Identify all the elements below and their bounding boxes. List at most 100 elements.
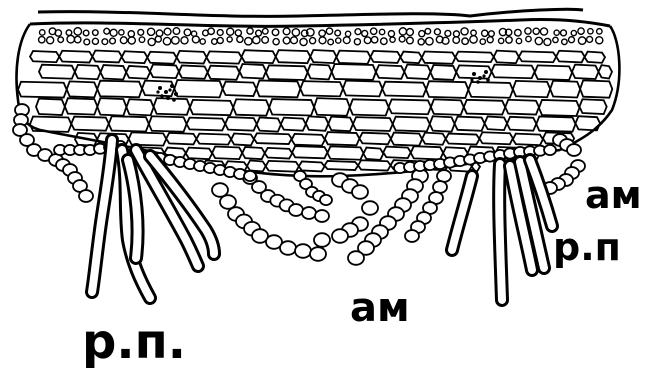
parenchyma-cell xyxy=(585,52,605,63)
parenchyma-cell xyxy=(389,99,431,114)
chlorenchyma-cell xyxy=(283,37,290,44)
chlorenchyma-cell xyxy=(83,30,89,36)
parenchyma-cell xyxy=(65,98,98,114)
chlorenchyma-cell xyxy=(533,28,539,34)
chlorenchyma-cell xyxy=(310,38,316,44)
parenchyma-cell xyxy=(324,161,358,170)
parenchyma-cell xyxy=(446,134,480,145)
chlorenchyma-cell xyxy=(406,29,413,36)
parenchyma-cell xyxy=(299,161,325,171)
parenchyma-cell xyxy=(580,80,612,97)
chlorenchyma-cell xyxy=(74,28,81,35)
chlorenchyma-cell xyxy=(147,28,154,35)
parenchyma-cell xyxy=(36,99,65,115)
parenchyma-cell xyxy=(370,51,400,63)
chlorenchyma-cell xyxy=(426,37,434,45)
chlorenchyma-cell xyxy=(181,37,188,44)
chlorenchyma-cell xyxy=(139,37,145,43)
parenchyma-cell xyxy=(257,117,281,131)
parenchyma-cell xyxy=(196,134,231,145)
chlorenchyma-cell xyxy=(571,30,576,35)
amphigastrium-chain xyxy=(352,185,368,199)
parenchyma-cell xyxy=(328,117,353,132)
parenchyma-cell xyxy=(383,147,410,159)
parenchyma-cell xyxy=(464,100,505,115)
chlorenchyma-cell xyxy=(119,30,124,35)
parenchyma-cell xyxy=(535,65,572,80)
chlorenchyma-cell xyxy=(164,28,171,35)
chlorenchyma-cell xyxy=(544,38,551,45)
parenchyma-cell xyxy=(556,51,584,63)
chlorenchyma-cell xyxy=(84,39,90,45)
parenchyma-cell xyxy=(276,50,311,63)
parenchyma-cell xyxy=(519,51,556,62)
chlorenchyma-cell xyxy=(526,36,531,41)
label-amphigastrium-middle: ам xyxy=(350,288,410,328)
parenchyma-cell xyxy=(67,81,98,97)
chlorenchyma-cell xyxy=(390,37,395,42)
parenchyma-cell xyxy=(376,65,404,79)
chlorenchyma-cell xyxy=(235,30,241,36)
parenchyma-cell xyxy=(92,51,121,63)
chlorenchyma-cell xyxy=(326,28,332,34)
chlorenchyma-cell xyxy=(506,37,512,43)
parenchyma-cell xyxy=(336,51,370,64)
chlorenchyma-cell xyxy=(568,37,574,43)
amphigastrium-chain xyxy=(310,247,326,261)
parenchyma-cell xyxy=(207,51,242,63)
chlorenchyma-cell xyxy=(498,38,503,43)
chlorenchyma-cell xyxy=(554,30,559,35)
parenchyma-cell xyxy=(572,65,598,79)
chlorenchyma-cell xyxy=(328,39,334,45)
chlorenchyma-cell xyxy=(336,38,341,43)
parenchyma-cell xyxy=(431,65,457,80)
parenchyma-cell xyxy=(411,146,443,159)
chlorenchyma-cell xyxy=(212,39,218,45)
parenchyma-cell xyxy=(223,82,257,96)
parenchyma-cell xyxy=(126,99,153,115)
chlorenchyma-cell xyxy=(515,29,522,36)
chlorenchyma-cell xyxy=(67,35,75,43)
parenchyma-cell xyxy=(147,52,176,64)
chlorenchyma-cell xyxy=(562,39,568,45)
chlorenchyma-cell xyxy=(553,37,558,42)
amphigastrium-chain xyxy=(405,230,419,242)
chlorenchyma-cell xyxy=(388,31,394,37)
rhizoid xyxy=(499,164,502,300)
parenchyma-cell xyxy=(325,132,360,145)
parenchyma-cell xyxy=(266,65,308,80)
parenchyma-cell xyxy=(266,161,299,172)
parenchyma-cell xyxy=(353,117,393,131)
parenchyma-cell xyxy=(256,80,300,97)
parenchyma-cell xyxy=(97,81,142,98)
chlorenchyma-cell xyxy=(488,31,494,37)
chlorenchyma-cell xyxy=(120,37,127,44)
chlorenchyma-cell xyxy=(173,28,180,35)
parenchyma-cell xyxy=(492,65,535,79)
parenchyma-cell xyxy=(455,52,493,63)
chlorenchyma-cell xyxy=(364,37,371,44)
chlorenchyma-cell xyxy=(419,31,425,37)
chlorenchyma-cell xyxy=(434,29,440,35)
chlorenchyma-cell xyxy=(462,38,468,44)
chlorenchyma-cell xyxy=(418,39,424,45)
parenchyma-cell xyxy=(225,117,256,131)
parenchyma-cell xyxy=(422,52,456,64)
chlorenchyma-cell xyxy=(104,28,110,34)
chlorenchyma-cell xyxy=(74,36,81,43)
parenchyma-cell xyxy=(101,65,127,79)
chlorenchyma-cell xyxy=(399,28,406,35)
amphigastrium-chain xyxy=(280,241,296,255)
parenchyma-cell xyxy=(539,100,579,116)
amphigastrium-chain xyxy=(437,170,451,182)
chlorenchyma-cell xyxy=(66,30,72,36)
parenchyma-cell xyxy=(254,133,292,144)
parenchyma-cell xyxy=(550,81,580,98)
parenchyma-cell xyxy=(332,64,376,80)
parenchyma-cell xyxy=(18,82,67,98)
parenchyma-cell xyxy=(513,81,550,97)
amphigastrium-chain xyxy=(567,144,581,156)
chlorenchyma-cell xyxy=(487,37,493,43)
chlorenchyma-cell xyxy=(217,37,223,43)
chlorenchyma-cell xyxy=(138,29,144,35)
